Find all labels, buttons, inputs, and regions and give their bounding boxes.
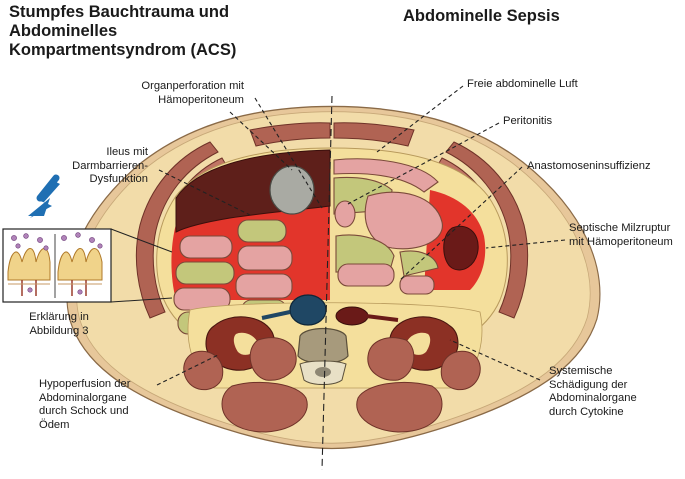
lumbar-muscle-left: [183, 350, 224, 391]
label-organperforation-line-1: Organperforation mit: [141, 80, 244, 92]
intestinal-villi: [7, 234, 103, 298]
label-hypoperfusion-line-4: Ödem: [39, 418, 70, 431]
label-peritonitis-line-1: Peritonitis: [503, 115, 553, 127]
label-freie-luft-line-1: Freie abdominelle Luft: [467, 78, 578, 90]
label-hypoperfusion-line-3: durch Schock und: [39, 405, 129, 417]
vertebral-body: [297, 327, 349, 365]
label-organperforation: Organperforation mit Hämoperitoneum: [82, 80, 244, 107]
label-anastomose: Anastomoseninsuffizienz: [527, 160, 651, 174]
label-milzruptur: Septische Milzruptur mit Hämoperitoneum: [569, 222, 673, 249]
label-anastomose-line-1: Anastomoseninsuffizienz: [527, 160, 651, 172]
label-erklaerung: Erklärung in Abbildung 3: [4, 311, 114, 338]
back-muscle-right: [356, 381, 443, 433]
label-ileus-line-2: Darmbarrieren-: [72, 159, 148, 172]
label-cytokine-line-3: Abdominalorgane: [549, 392, 637, 404]
midline-divider: [321, 95, 333, 471]
back-muscle-left: [221, 381, 308, 433]
label-milzruptur-line-2: mit Hämoperitoneum: [569, 235, 673, 248]
label-peritonitis: Peritonitis: [503, 115, 552, 129]
bowel-right: [333, 158, 443, 295]
label-cytokine-line-2: Schädigung der: [549, 378, 628, 391]
label-cytokine-line-4: durch Cytokine: [549, 405, 624, 418]
blue-arrow-icon: [28, 174, 60, 218]
abdominal-wall-muscle-right: [445, 141, 529, 319]
bacteria-dots: [11, 232, 103, 295]
lumbar-muscle-right: [440, 350, 481, 391]
rectus-muscle-left: [249, 122, 331, 147]
psoas-left: [249, 337, 297, 381]
label-hypoperfusion-line-2: Abdominalorgane: [39, 391, 127, 404]
title-left-line-3: Kompartmentsyndrom (ACS): [9, 41, 237, 59]
callout-zoom: [2, 228, 173, 303]
label-cytokine: Systemische Schädigung der Abdominalorga…: [549, 365, 637, 419]
title-left-line-2: Abdominelles: [9, 22, 118, 40]
renal-vein-right: [365, 314, 399, 322]
label-organperforation-line-2: Hämoperitoneum: [158, 93, 244, 106]
renal-artery-left: [261, 310, 291, 320]
label-erklaerung-line-2: Abbildung 3: [29, 324, 89, 337]
label-ileus: Ileus mit Darmbarrieren- Dysfunktion: [48, 146, 148, 187]
spinal-canal: [315, 367, 331, 377]
spleen: [443, 225, 479, 271]
vena-cava: [335, 306, 369, 326]
title-left: Stumpfes Bauchtrauma und Abdominelles Ko…: [9, 3, 236, 60]
abdominal-wall-muscle-left: [135, 141, 219, 319]
title-right: Abdominelle Sepsis: [403, 7, 560, 25]
aorta: [289, 294, 327, 326]
label-freie-luft: Freie abdominelle Luft: [467, 78, 578, 92]
label-ileus-line-3: Dysfunktion: [89, 173, 148, 185]
label-hypoperfusion: Hypoperfusion der Abdominalorgane durch …: [39, 378, 130, 432]
label-erklaerung-line-1: Erklärung in: [29, 311, 89, 323]
leader-lines: [156, 85, 566, 386]
gallbladder: [269, 165, 315, 215]
psoas-right: [367, 337, 415, 381]
title-left-line-1: Stumpfes Bauchtrauma und: [9, 3, 230, 21]
label-hypoperfusion-line-1: Hypoperfusion der: [39, 378, 131, 390]
rectus-muscle-right: [333, 122, 415, 147]
label-cytokine-line-1: Systemische: [549, 365, 613, 377]
label-ileus-line-1: Ileus mit: [106, 146, 148, 158]
label-milzruptur-line-1: Septische Milzruptur: [569, 222, 671, 234]
